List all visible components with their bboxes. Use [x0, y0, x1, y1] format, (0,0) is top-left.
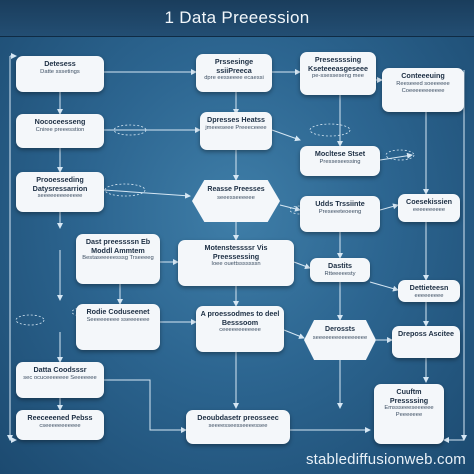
- node-reasse-preesses: Reasse Preesses seeesseeeeee: [192, 180, 280, 222]
- node-presessssing: Presessssing Kseteeeasgeseee pe-ssessese…: [300, 52, 376, 95]
- node-cuuftm-pressssing: Cuuftm Pressssing Emssseeeseeeeee Peeeee…: [374, 384, 444, 444]
- node-detesess: Detesess Datte sssetings: [16, 56, 104, 92]
- node-dast-preessssn: Dast preessssn Eb Moddl Ammtem Bestaseee…: [76, 234, 160, 284]
- node-dpresses-heatss: Dpresses Heatss jmeeeseee Preeeceeee: [200, 112, 272, 150]
- node-datta-coodsssr: Datta Coodsssr sec ocuceeeeeee Seeeeeee: [16, 362, 104, 398]
- node-rodie-coduseenet: Rodie Coduseenet Seeeeeeeee sseeeeeee: [76, 304, 160, 350]
- node-prssesinge: Prssesinge ssiiPreeca dpre eesseeee ecae…: [196, 54, 272, 92]
- diagram-title: 1 Data Preeession: [164, 8, 310, 27]
- node-a-proessodmes: A proessodmes to deel Besssoom ceeeeeeee…: [196, 306, 284, 352]
- node-nococeesseng: Nococeesseng Cniree preeesstion: [16, 114, 104, 148]
- title-bar: [0, 0, 474, 37]
- watermark-text: stablediffusionweb.com: [305, 451, 466, 468]
- node-dreposs-ascitee: Dreposs Ascitee: [392, 326, 460, 358]
- node-reeceeened-pebss: Reeceeened Pebss cseeeeeeeeeee: [16, 410, 104, 440]
- node-deoubdasetr: Deoubdasetr preosseec seeeesseesseeeesse…: [186, 410, 290, 444]
- node-dettieteesn: Dettieteesn eeeeeeeee: [398, 280, 460, 302]
- node-udds-trssiinte: Udds Trssiinte Preseeeteoeeng: [300, 196, 380, 232]
- node-coesekissien: Coesekissien eeeeeeeeee: [398, 194, 460, 222]
- node-conteeeuing: Conteeeuing Reeseeed soeeeeee Coeeeeeeee…: [382, 68, 464, 112]
- node-derossts: Derossts seeeeeeeeeeeeeeee: [304, 320, 376, 360]
- node-prooesseding: Prooesseding Datysressarrion seeeeeeeeee…: [16, 172, 104, 212]
- node-motenstessssr: Motenstessssr Vis Preessessing Ioee ouet…: [178, 240, 294, 286]
- node-dastits: Dastits Rtteeeeesty: [310, 258, 370, 282]
- node-mocltese-stset: Mocltese Stset Presseseessing: [300, 146, 380, 176]
